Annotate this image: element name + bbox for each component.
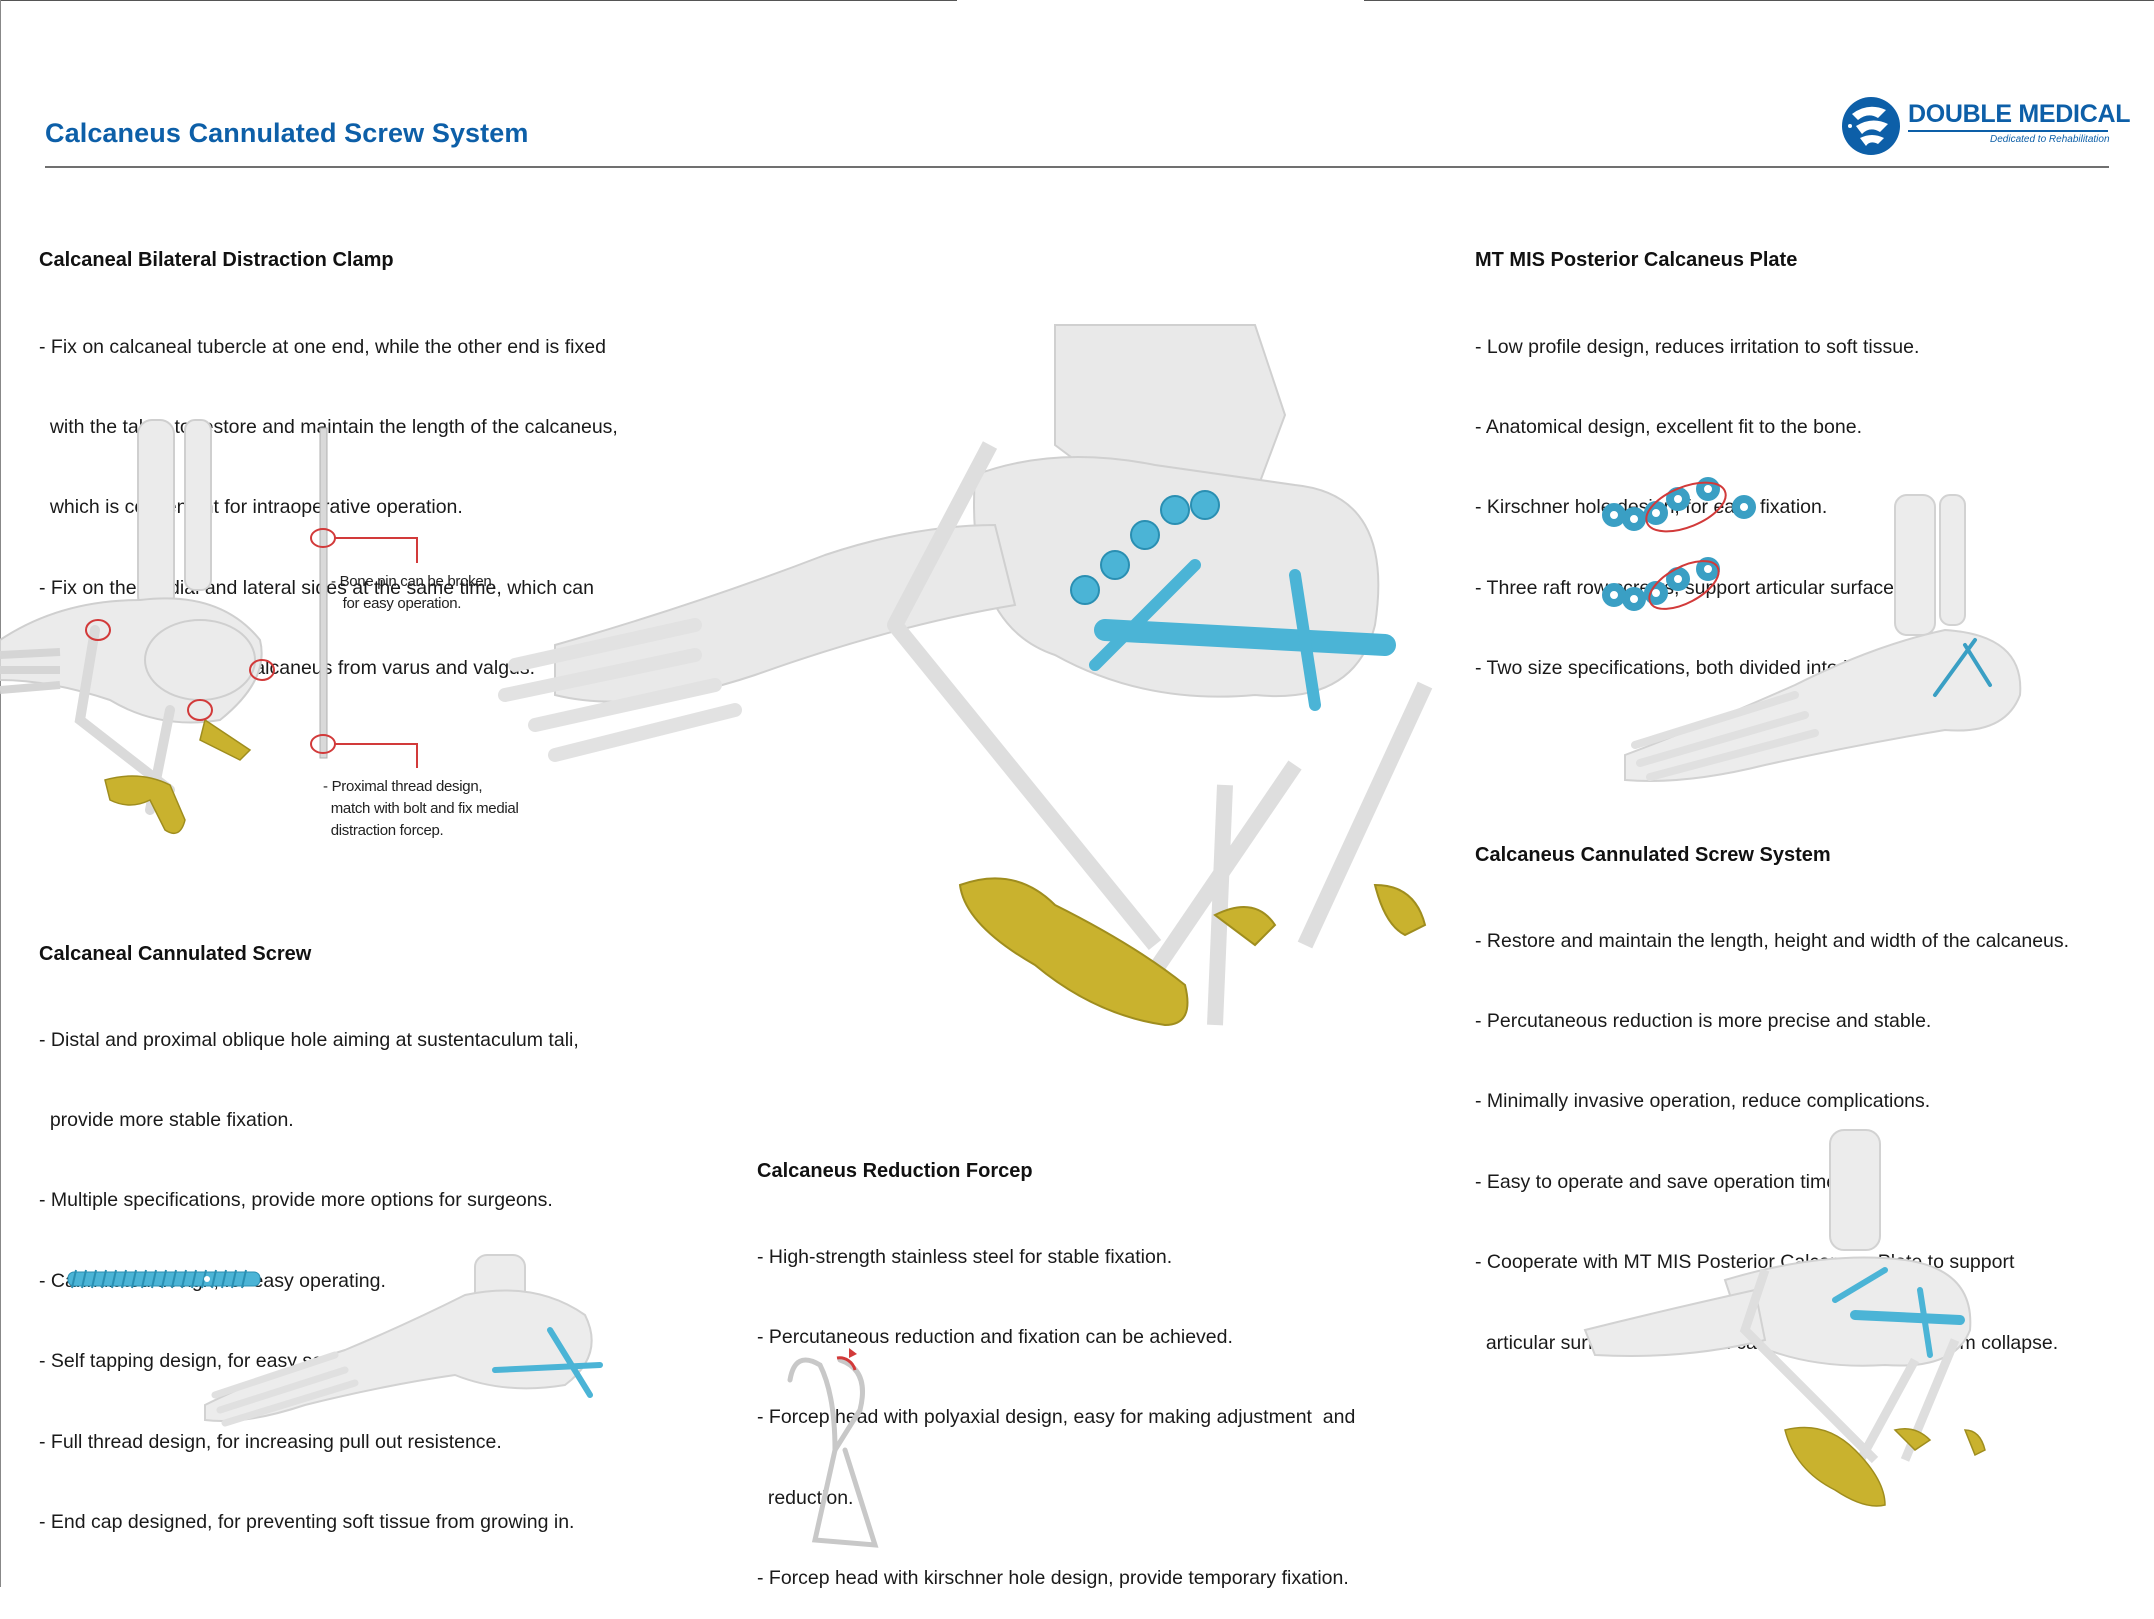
bullet-line: - Full thread design, for increasing pul… [39,1430,502,1453]
header-divider [45,166,2109,168]
logo-tagline: Dedicated to Rehabilitation [1990,134,2110,145]
reduction-forcep-illustration [787,1348,879,1548]
bullet-line: - Distal and proximal oblique hole aimin… [39,1028,579,1051]
frame-top-line-left [0,0,957,1]
reduction-forcep-bullets: - High-strength stainless steel for stab… [757,1190,1355,1619]
distraction-clamp-title: Calcaneal Bilateral Distraction Clamp [39,249,394,271]
bullet-line: - Minimally invasive operation, reduce c… [1475,1090,1931,1113]
frame-left-line [0,0,1,1587]
foot-plate-illustration [1624,494,2022,782]
bullet-line: - Fix on calcaneal tubercle at one end, … [39,335,606,358]
main-system-illustration [498,324,1433,1027]
logo-underline [1908,130,2108,132]
foot-screw-illustration [204,1254,603,1427]
bullet-line: - Percutaneous reduction and fixation ca… [757,1325,1233,1348]
bullet-line: - Three raft row screws, support articul… [1475,576,1900,599]
bullet-line: provide more stable fixation. [39,1108,294,1131]
cannulated-screw-title: Calcaneal Cannulated Screw [39,943,312,965]
double-medical-logo-icon [1842,97,1900,155]
posterior-plate-title: MT MIS Posterior Calcaneus Plate [1475,249,1798,271]
bullet-line: - Forcep head with polyaxial design, eas… [757,1406,1356,1429]
bullet-line: reduction. [757,1486,854,1509]
bullet-line: - Low profile design, reduces irritation… [1475,335,1920,358]
reduction-forcep-title: Calcaneus Reduction Forcep [757,1160,1033,1182]
bullet-line: - Multiple specifications, provide more … [39,1189,553,1212]
bullet-line: - End cap designed, for preventing soft … [39,1510,575,1533]
thread-callout: - Proximal thread design, match with bol… [323,778,519,839]
bone-pin-callout: - Bone pin can be broken, for easy opera… [331,573,496,612]
bone-pin-illustration [310,427,418,768]
cannulated-screw-illustration [67,1269,261,1289]
bullet-line: - Forcep head with kirschner hole design… [757,1567,1349,1590]
bullet-line: - Percutaneous reduction is more precise… [1475,1009,1932,1032]
bullet-line: - Restore and maintain the length, heigh… [1475,929,2070,952]
bullet-line: - Anatomical design, excellent fit to th… [1475,415,1862,438]
logo-wordmark: DOUBLE MEDICAL [1908,100,2131,128]
bullet-line: - High-strength stainless steel for stab… [757,1245,1173,1268]
screw-system-title: Calcaneus Cannulated Screw System [1475,844,1831,866]
frame-top-line-right [1364,0,2154,1]
foot-clamp-illustration [0,419,275,835]
brand-logo: DOUBLE MEDICAL Dedicated to Rehabilitati… [1838,92,2130,162]
system-small-illustration [1583,1129,1986,1507]
page-title: Calcaneus Cannulated Screw System [45,118,529,148]
posterior-plates-illustration [1602,477,1756,611]
